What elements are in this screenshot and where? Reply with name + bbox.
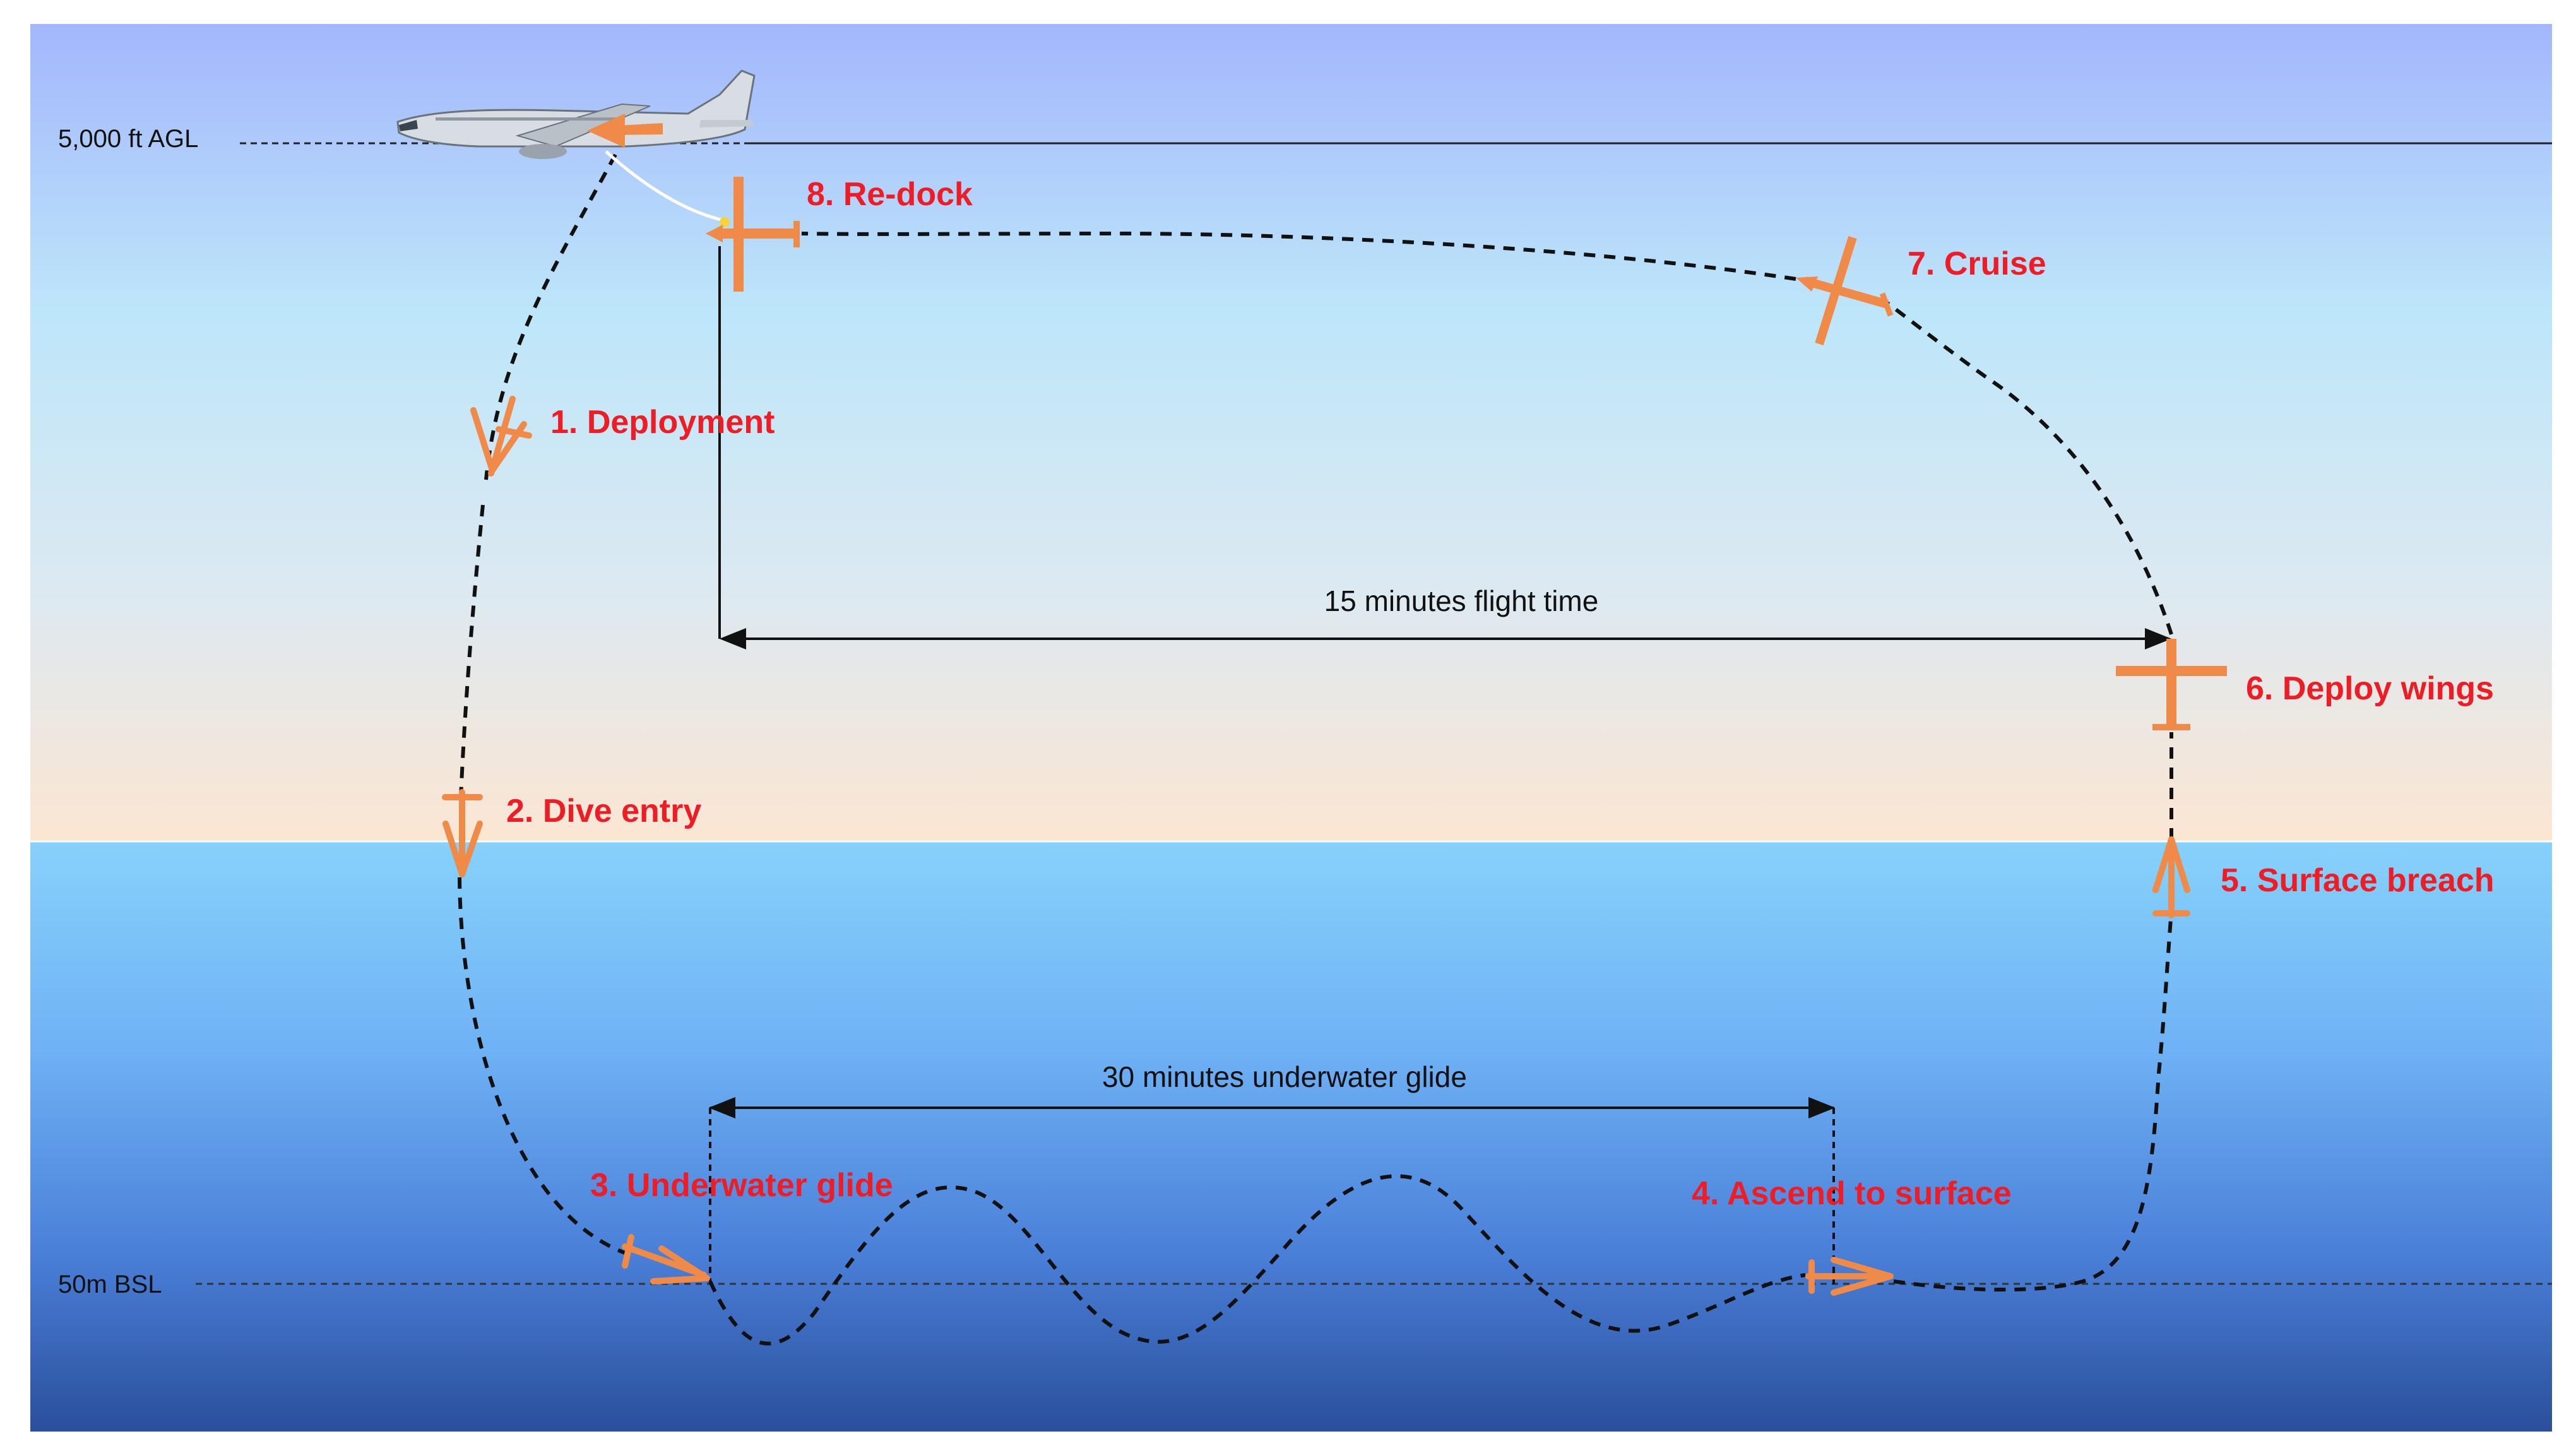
path-glide-waves xyxy=(708,1174,1806,1346)
step-label-surface-breach: 5. Surface breach xyxy=(2221,862,2495,899)
path-ascent xyxy=(1893,911,2173,1292)
marker-ascend-arrow xyxy=(1805,1257,1894,1296)
step-label-dive-entry: 2. Dive entry xyxy=(506,793,701,829)
step-label-deploy-wings: 6. Deploy wings xyxy=(2246,670,2494,707)
path-cruise xyxy=(801,231,1796,281)
tether-hook xyxy=(720,217,730,227)
sky-region xyxy=(30,24,2552,841)
step-label-deployment: 1. Deployment xyxy=(550,404,775,441)
step-label-re-dock: 8. Re-dock xyxy=(807,176,973,213)
path-climb xyxy=(1886,301,2173,635)
flight-time-dimension xyxy=(718,246,2172,649)
marker-underwater-glide-arrow xyxy=(622,1234,710,1284)
mission-path xyxy=(458,153,2173,1346)
path-dive xyxy=(458,877,626,1255)
path-descent xyxy=(459,504,485,799)
step-label-cruise: 7. Cruise xyxy=(1908,246,2046,282)
marker-deploy-wings-drone xyxy=(2116,639,2227,730)
marker-dive-entry-arrow xyxy=(442,789,483,877)
flight-time-label: 15 minutes flight time xyxy=(1324,584,1599,617)
altitude-reference-label: 5,000 ft AGL xyxy=(58,125,198,153)
marker-surface-breach-arrow xyxy=(2152,836,2190,918)
aircraft-icon xyxy=(396,69,756,159)
marker-deployment-arrow xyxy=(470,396,532,477)
depth-reference-label: 50m BSL xyxy=(58,1271,162,1298)
marker-re-dock-drone xyxy=(706,177,800,292)
underwater-time-label: 30 minutes underwater glide xyxy=(1102,1060,1467,1093)
step-label-ascend-to-surface: 4. Ascend to surface xyxy=(1692,1175,2012,1212)
tether-line xyxy=(605,150,727,223)
path-deployment xyxy=(484,153,617,480)
underwater-time-dimension xyxy=(708,1097,1836,1284)
marker-cruise-drone xyxy=(1796,235,1894,346)
sea-region xyxy=(30,841,2552,1432)
step-label-underwater-glide: 3. Underwater glide xyxy=(590,1167,893,1204)
